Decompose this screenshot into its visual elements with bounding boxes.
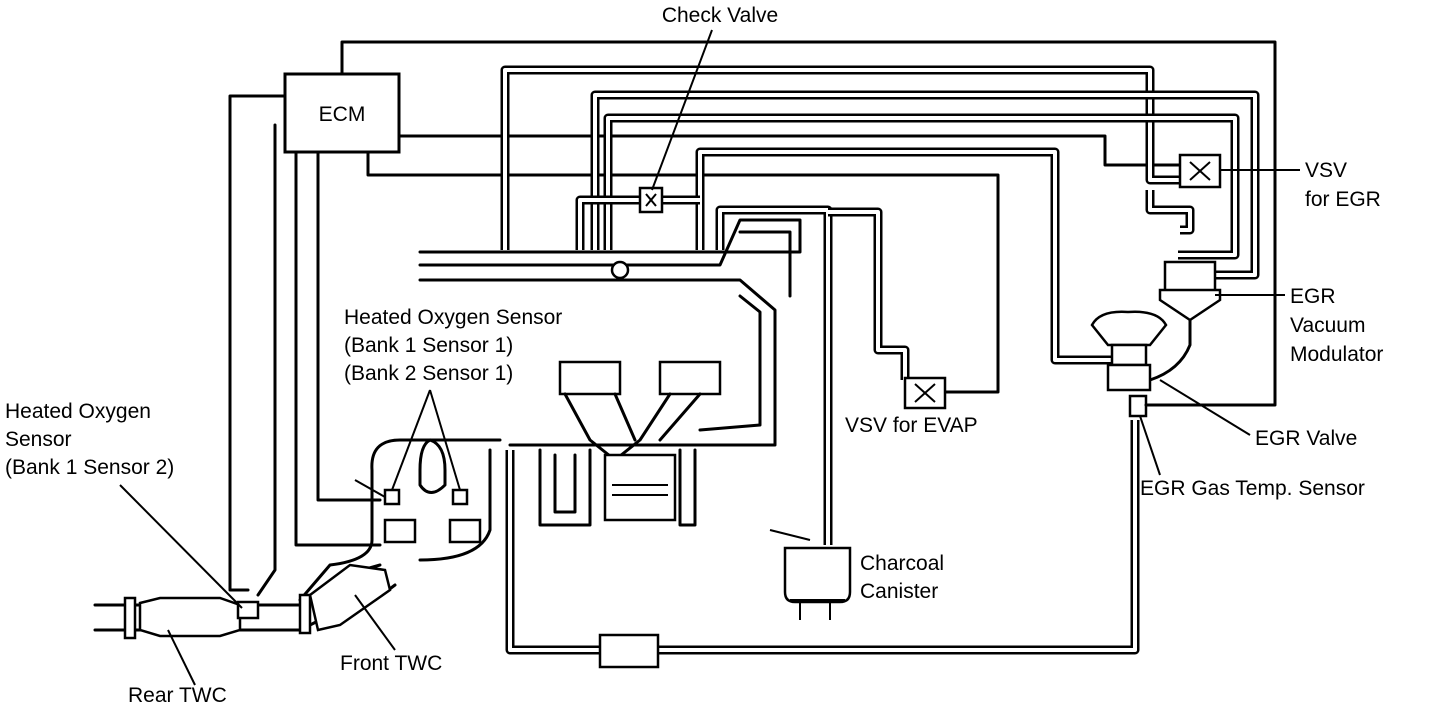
rear-twc-label: Rear TWC (128, 684, 227, 707)
ho2-front-line2: (Bank 1 Sensor 1) (344, 334, 513, 357)
vsv-egr-line1: VSV (1305, 159, 1347, 182)
check-valve-label: Check Valve (662, 4, 778, 27)
engine-block (538, 360, 722, 527)
vsv-egr: VSV for EGR (1178, 153, 1381, 211)
ecm-wiring (228, 40, 1277, 597)
vsv-evap-label: VSV for EVAP (845, 414, 978, 437)
front-twc-label: Front TWC (340, 652, 442, 675)
egr-temp-label: EGR Gas Temp. Sensor (1140, 477, 1365, 500)
canister-line2: Canister (860, 580, 938, 603)
front-oxygen-sensors: Heated Oxygen Sensor (Bank 1 Sensor 1) (… (344, 306, 562, 506)
egr-mod-line1: EGR (1290, 285, 1336, 308)
charcoal-canister: Charcoal Canister (769, 529, 944, 620)
egr-mod-line3: Modulator (1290, 343, 1383, 366)
egr-mod-line2: Vacuum (1290, 314, 1365, 337)
exhaust-manifold (298, 438, 502, 602)
rear-oxygen-sensor-label: Heated Oxygen Sensor (Bank 1 Sensor 2) (5, 400, 243, 609)
ho2-rear-line3: (Bank 1 Sensor 2) (5, 456, 174, 479)
egr-temp-sensor: EGR Gas Temp. Sensor (1128, 394, 1365, 500)
intake-manifold (418, 218, 802, 447)
check-valve: Check Valve (638, 4, 778, 214)
ecm-label: ECM (319, 103, 366, 126)
ho2-rear-line1: Heated Oxygen (5, 400, 151, 423)
vacuum-hoses (500, 65, 1260, 545)
ho2-rear-line2: Sensor (5, 428, 72, 451)
egr-vacuum-modulator: EGR Vacuum Modulator (1148, 260, 1383, 382)
vsv-evap: VSV for EVAP (845, 376, 978, 437)
twc-labels: Rear TWC Front TWC (128, 594, 442, 707)
egr-pipe (505, 420, 1140, 669)
ecm-module: ECM (283, 72, 401, 154)
ho2-front-line3: (Bank 2 Sensor 1) (344, 362, 513, 385)
canister-line1: Charcoal (860, 552, 944, 575)
egr-valve: EGR Valve (1090, 310, 1357, 450)
ho2-front-line1: Heated Oxygen Sensor (344, 306, 562, 329)
vsv-egr-line2: for EGR (1305, 188, 1381, 211)
egr-valve-label: EGR Valve (1255, 427, 1357, 450)
exhaust-system (93, 563, 397, 640)
